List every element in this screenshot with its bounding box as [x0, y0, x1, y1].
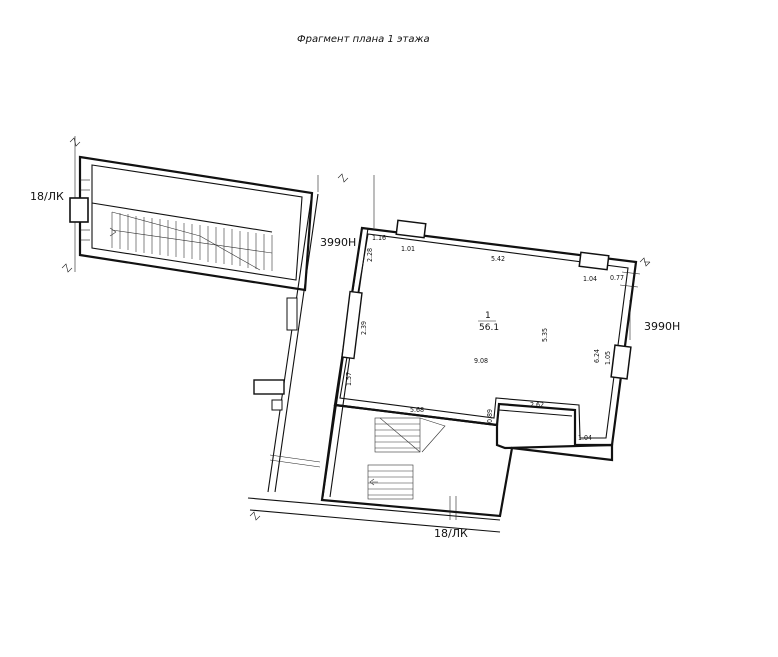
dimension-label: 1.04 — [583, 275, 597, 283]
dimension-label: 1.05 — [604, 351, 612, 365]
dimension-label: 5.42 — [491, 255, 505, 263]
plan-title: Фрагмент плана 1 этажа — [297, 34, 430, 45]
dimension-label: 2.28 — [366, 248, 374, 262]
dimension-label: 1.57 — [345, 372, 353, 386]
dimension-label: 5.68 — [410, 406, 424, 414]
dimension-label: 0.77 — [610, 274, 624, 282]
stair-block-upper — [61, 136, 314, 292]
dimension-label: 1.01 — [401, 245, 415, 253]
dimension-label: 2.62 — [530, 401, 544, 409]
lower-annex — [247, 403, 614, 533]
axis-label-bottom: 18/ЛК — [434, 527, 468, 540]
room-number: 1 — [485, 311, 491, 321]
dimension-label: 2.39 — [360, 321, 368, 335]
dimension-label: 6.24 — [593, 349, 601, 363]
room-area: 56.1 — [479, 323, 499, 333]
dimension-label: 1.16 — [372, 234, 386, 242]
dimension-label: 9.08 — [474, 357, 488, 365]
dimension-label: 5.35 — [541, 328, 549, 342]
axis-label-top-left: 18/ЛК — [30, 190, 64, 203]
dimension-label: 1.04 — [578, 434, 592, 442]
elevation-label-left: 3990Н — [320, 236, 356, 249]
dimension-label: 0.89 — [486, 409, 494, 423]
elevation-label-right: 3990Н — [644, 320, 680, 333]
